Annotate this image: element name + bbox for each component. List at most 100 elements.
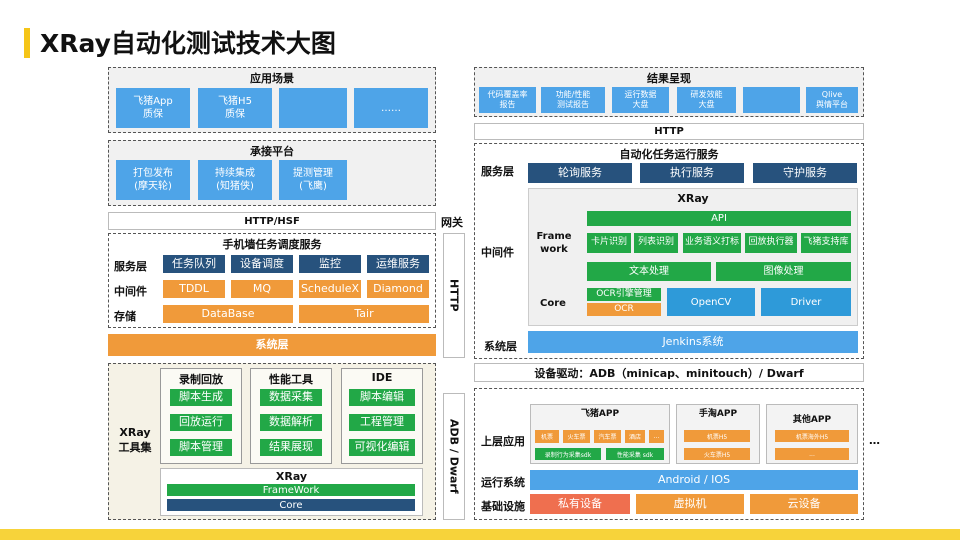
- toolset-item: 脚本管理: [170, 439, 232, 456]
- auto-core-label: Core: [540, 298, 566, 309]
- gateway-label: 网关: [441, 216, 463, 229]
- toolset-group-title: IDE: [371, 371, 393, 384]
- os-label: 运行系统: [481, 476, 525, 489]
- platform-title: 承接平台: [250, 145, 294, 158]
- auto-opencv: OpenCV: [667, 288, 755, 316]
- dispatch-service: 运维服务: [367, 255, 429, 273]
- sdk-item: 性能采集 sdk: [606, 448, 664, 460]
- auto-xray-title: XRay: [677, 192, 709, 205]
- app-item: 机票: [535, 430, 559, 443]
- infra-label: 基础设施: [481, 500, 525, 513]
- app-group-title: 手淘APP: [698, 409, 738, 419]
- app-item: 机票海外H5: [775, 430, 849, 442]
- platform-item: 打包发布 (摩天轮): [116, 160, 190, 200]
- app-item: 火车票: [563, 430, 590, 443]
- auto-fw-item: 回放执行器: [745, 233, 797, 253]
- app-item: ...: [775, 448, 849, 460]
- app-scene-item: 飞猪H5 质保: [198, 88, 272, 128]
- toolset-item: 可视化编辑: [349, 439, 415, 456]
- result-item: 运行数据 大盘: [612, 87, 669, 113]
- bottom-accent-strip: [0, 529, 960, 540]
- result-item: 研发效能 大盘: [677, 87, 736, 113]
- app-group-title: 飞猪APP: [580, 409, 620, 419]
- toolset-item: 数据采集: [260, 389, 322, 406]
- dispatch-service-label: 服务层: [114, 260, 147, 273]
- infra-item: 私有设备: [530, 494, 630, 514]
- middle-adb-bar: ADB / Dwarf: [443, 393, 465, 520]
- auto-text-proc: 文本处理: [587, 262, 711, 281]
- dispatch-middleware: MQ: [231, 280, 293, 298]
- upper-app-label: 上层应用: [481, 435, 525, 448]
- device-driver-bar: 设备驱动：ADB（minicap、minitouch）/ Dwarf: [474, 363, 864, 382]
- dispatch-service: 任务队列: [163, 255, 225, 273]
- auto-fw-item: 卡片识别: [587, 233, 631, 253]
- dispatch-middleware: TDDL: [163, 280, 225, 298]
- auto-fw-item: 飞猪支持库: [801, 233, 851, 253]
- result-item: 功能/性能 测试报告: [541, 87, 605, 113]
- auto-service-title: 自动化任务运行服务: [619, 148, 719, 161]
- toolset-item: 脚本编辑: [349, 389, 415, 406]
- toolset-group-title: 性能工具: [269, 373, 313, 386]
- jenkins-system: Jenkins系统: [528, 331, 858, 353]
- toolset-label: XRay 工具集: [118, 426, 152, 455]
- toolset-item: 工程管理: [349, 414, 415, 431]
- app-item: 机票H5: [684, 430, 750, 442]
- title-accent-bar: [24, 28, 30, 58]
- result-item: Qlive 舆情平台: [806, 87, 858, 113]
- app-item: 火车票H5: [684, 448, 750, 460]
- page-title: XRay自动化测试技术大图: [40, 29, 336, 58]
- dispatch-storage-label: 存储: [114, 310, 136, 323]
- app-more-ellipsis: …: [869, 434, 880, 447]
- auto-api: API: [587, 211, 851, 226]
- auto-service: 守护服务: [753, 163, 857, 183]
- dispatch-storage: Tair: [299, 305, 429, 323]
- app-item: ...: [649, 430, 664, 443]
- dispatch-storage: DataBase: [163, 305, 293, 323]
- left-system-layer: 系统层: [108, 334, 436, 356]
- auto-framework-label: Frame work: [536, 231, 572, 255]
- os-bar: Android / IOS: [530, 470, 858, 490]
- result-item: [743, 87, 800, 113]
- app-scene-item: 飞猪App 质保: [116, 88, 190, 128]
- auto-ocr: OCR: [587, 303, 661, 316]
- dispatch-middleware: Diamond: [367, 280, 429, 298]
- platform-item: 提测管理 (飞鹰): [279, 160, 347, 200]
- dispatch-service: 设备调度: [231, 255, 293, 273]
- toolset-core: Core: [167, 499, 415, 511]
- toolset-item: 回放运行: [170, 414, 232, 431]
- toolset-item: 脚本生成: [170, 389, 232, 406]
- toolset-xray-title: XRay: [275, 470, 308, 483]
- result-item: 代码覆盖率 报告: [479, 87, 536, 113]
- app-item: 汽车票: [594, 430, 621, 443]
- app-item: 酒店: [625, 430, 645, 443]
- sdk-item: 录制行为采集sdk: [535, 448, 601, 460]
- auto-middleware-label: 中间件: [481, 246, 514, 259]
- platform-item: 持续集成 (知猪侠): [198, 160, 272, 200]
- auto-system-label: 系统层: [484, 340, 517, 353]
- toolset-group-title: 录制回放: [179, 373, 223, 386]
- http-hsf-bar: HTTP/HSF: [108, 212, 436, 230]
- dispatch-middleware: ScheduleX: [299, 280, 361, 298]
- auto-service: 执行服务: [640, 163, 744, 183]
- toolset-item: 数据解析: [260, 414, 322, 431]
- auto-service: 轮询服务: [528, 163, 632, 183]
- dispatch-middleware-label: 中间件: [114, 285, 147, 298]
- toolset-item: 结果展现: [260, 439, 322, 456]
- result-title: 结果呈现: [647, 72, 691, 85]
- middle-http-bar: HTTP: [443, 233, 465, 358]
- app-scene-item: [279, 88, 347, 128]
- right-http-bar: HTTP: [474, 123, 864, 140]
- app-scene-item: ……: [354, 88, 428, 128]
- dispatch-service: 监控: [299, 255, 361, 273]
- toolset-framework: FrameWork: [167, 484, 415, 496]
- infra-item: 虚拟机: [636, 494, 744, 514]
- auto-fw-item: 业务语义打标: [683, 233, 741, 253]
- auto-driver: Driver: [761, 288, 851, 316]
- dispatch-title: 手机墙任务调度服务: [222, 238, 322, 251]
- infra-item: 云设备: [750, 494, 858, 514]
- auto-ocr-manager: OCR引擎管理: [587, 288, 661, 301]
- auto-image-proc: 图像处理: [716, 262, 851, 281]
- auto-fw-item: 列表识别: [634, 233, 678, 253]
- auto-service-label: 服务层: [481, 165, 514, 178]
- app-scene-title: 应用场景: [250, 72, 294, 85]
